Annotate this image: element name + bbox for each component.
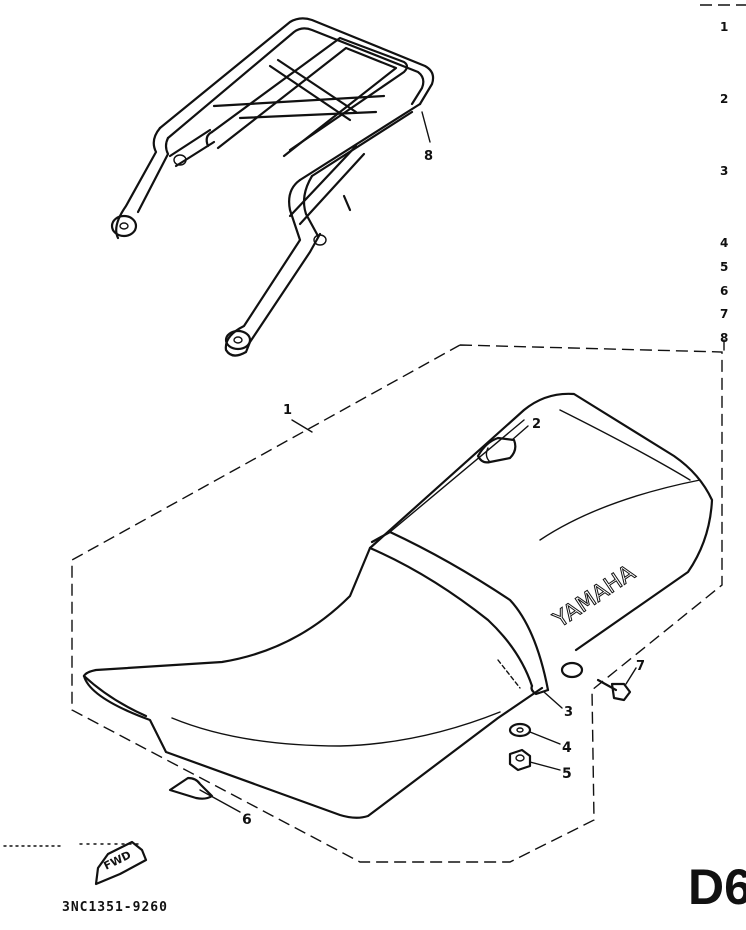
list-number-5: 5 — [720, 260, 729, 274]
leader-7 — [625, 667, 637, 685]
list-number-1: 1 — [720, 20, 729, 34]
damper-part — [168, 776, 214, 800]
fwd-arrow — [94, 840, 148, 886]
seat-logo: YAMAHA — [549, 561, 640, 634]
carrier-rack — [110, 17, 435, 357]
list-number-8: 8 — [720, 331, 729, 345]
callout-1: 1 — [283, 403, 292, 418]
assembly-boundary — [71, 344, 723, 863]
leader-5 — [529, 761, 561, 771]
list-number-4: 4 — [720, 236, 729, 250]
list-number-6: 6 — [720, 284, 729, 298]
leader-1 — [291, 419, 313, 433]
callout-4: 4 — [562, 740, 572, 756]
drawing-code: 3NC1351-9260 — [62, 900, 168, 915]
callout-7: 7 — [636, 659, 645, 674]
leader-8 — [421, 111, 431, 143]
seat — [82, 392, 714, 819]
leader-6 — [199, 789, 241, 813]
leader-3 — [543, 691, 563, 709]
callout-2: 2 — [532, 417, 541, 432]
list-number-3: 3 — [720, 164, 729, 178]
page-id: D6 — [688, 859, 746, 915]
callout-8: 8 — [424, 149, 433, 164]
nut-part — [508, 748, 532, 772]
washer-part — [508, 722, 532, 738]
list-number-7: 7 — [720, 307, 729, 321]
callout-5: 5 — [562, 766, 572, 782]
leader-4 — [529, 731, 561, 745]
callout-3: 3 — [564, 705, 573, 720]
bolt-part — [596, 678, 632, 702]
leader-2 — [511, 425, 529, 441]
list-number-2: 2 — [720, 92, 729, 106]
seat-bracket — [560, 661, 584, 679]
callout-6: 6 — [242, 812, 252, 828]
